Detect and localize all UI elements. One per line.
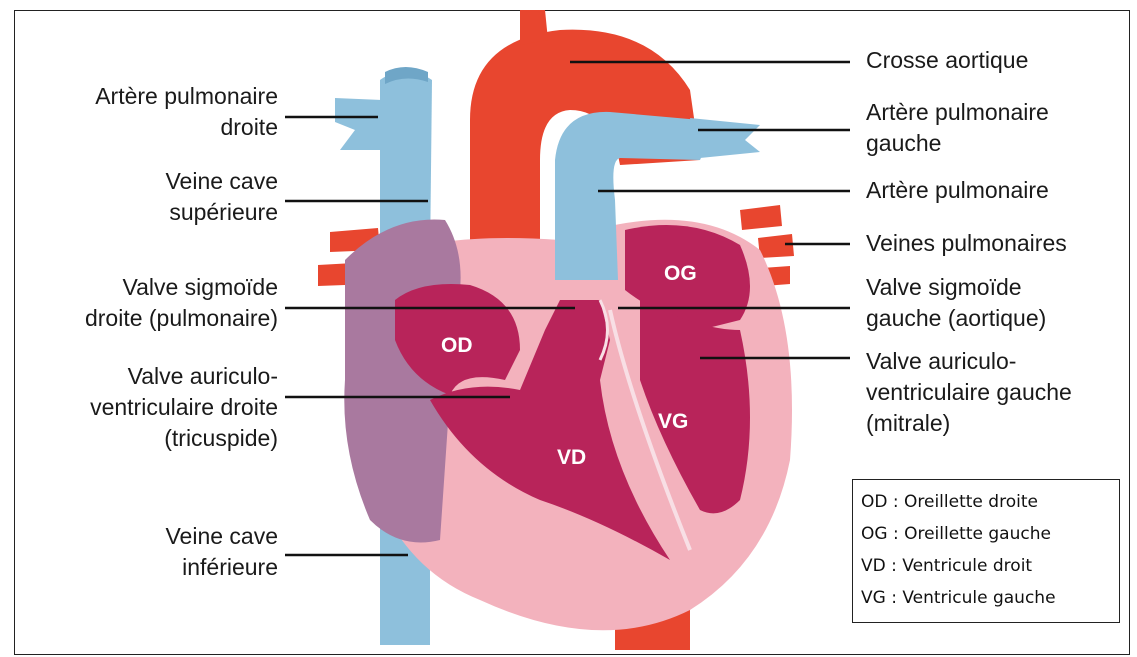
- chamber-label-vg: VG: [658, 410, 688, 434]
- label-artere-pulmonaire: Artère pulmonaire: [866, 175, 1049, 206]
- right-pulmonary-artery: [335, 98, 382, 150]
- legend-item-od: OD : Oreillette droite: [861, 486, 1119, 518]
- label-artere-pulmonaire-gauche: Artère pulmonaire gauche: [866, 97, 1049, 159]
- legend-item-vd: VD : Ventricule droit: [861, 550, 1119, 582]
- chamber-label-od: OD: [441, 334, 473, 358]
- legend-item-vg: VG : Ventricule gauche: [861, 582, 1119, 614]
- label-valve-auriculo-ventriculaire-gauche: Valve auriculo- ventriculaire gauche (mi…: [866, 346, 1072, 439]
- label-valve-sigmoide-gauche: Valve sigmoïde gauche (aortique): [866, 272, 1046, 334]
- left-pulmonary-artery: [690, 118, 760, 158]
- label-veine-cave-inferieure: Veine cave inférieure: [165, 521, 278, 583]
- label-valve-auriculo-ventriculaire-droite: Valve auriculo- ventriculaire droite (tr…: [90, 361, 278, 454]
- label-veines-pulmonaires: Veines pulmonaires: [866, 228, 1067, 259]
- legend-item-og: OG : Oreillette gauche: [861, 518, 1119, 550]
- label-crosse-aortique: Crosse aortique: [866, 45, 1028, 76]
- chamber-label-og: OG: [664, 262, 697, 286]
- label-artere-pulmonaire-droite: Artère pulmonaire droite: [95, 81, 278, 143]
- chamber-label-vd: VD: [557, 446, 586, 470]
- abbreviation-legend: OD : Oreillette droite OG : Oreillette g…: [852, 479, 1120, 623]
- label-veine-cave-superieure: Veine cave supérieure: [165, 166, 278, 228]
- label-valve-sigmoide-droite: Valve sigmoïde droite (pulmonaire): [85, 272, 278, 334]
